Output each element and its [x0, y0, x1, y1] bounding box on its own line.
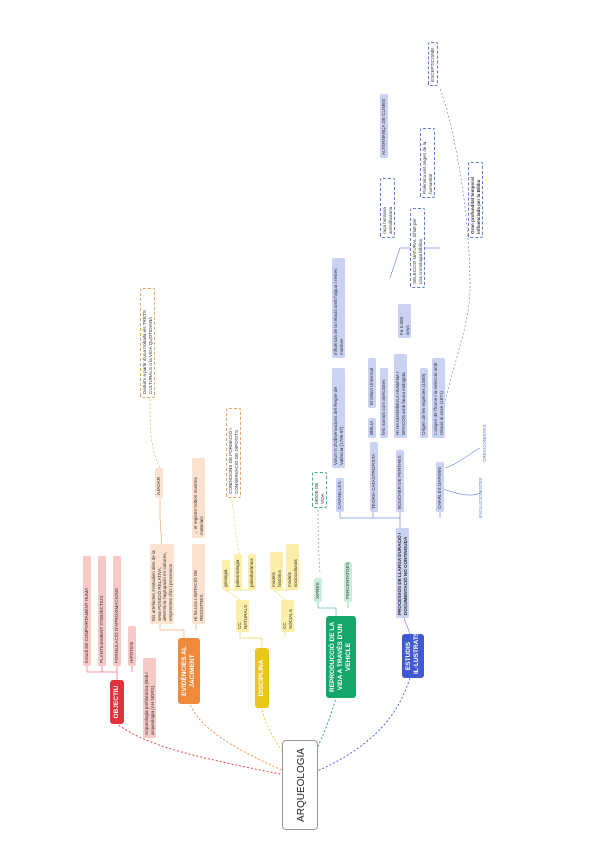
estudis-person-teoria[interactable]: TEORIA CATASTROFISTA	[370, 442, 378, 512]
estudis-darwin-item-1[interactable]: Origen de les espècies (1859)	[420, 368, 428, 438]
reproduccio-item-percentatges[interactable]: PERCENTATGES	[344, 562, 352, 602]
objectiu-note[interactable]: Arqueologia prehistòrica (Bsb i arqueolo…	[143, 658, 157, 738]
disciplina-dashed[interactable]: CONDICIONS DE FORMACIÓ I CONSERVACIÓ DE …	[226, 408, 242, 498]
objectiu-item-2[interactable]: PLANTEJAMENT D'OBJECTIUS	[98, 556, 106, 666]
link-rep-dashed	[317, 507, 321, 573]
evidencies-dashed[interactable]: Deduïm a partir d'una troballa els TRETS…	[140, 288, 156, 398]
estudis-person-boucher[interactable]: BOUCHER DE PERTHES	[396, 450, 404, 512]
estudis-sub[interactable]: PROCESSOS DE LLARGA DURACIÓ I DOCUMENTAC…	[396, 528, 410, 618]
link-est-sub	[403, 617, 411, 635]
branch-estudis[interactable]: ESTUDIS IL·LUSTRATS	[402, 631, 424, 678]
evidencies-item-2[interactable]: Hi ha una LIMITACIÓ DE REGISTRES	[192, 544, 206, 624]
estudis-bible[interactable]: Gran profunditat temporal influenciada p…	[468, 162, 484, 238]
disciplina-item-paleobotanica[interactable]: paleobotànica	[248, 554, 256, 590]
evidencies-item-1[interactable]: Els artefactes s'estudien dins de la sev…	[150, 544, 175, 624]
estudis-teoria-biblia[interactable]: BÍBLIA	[368, 418, 376, 438]
branch-objectiu[interactable]: OBJECTIU	[110, 680, 124, 724]
link-reproduccio	[299, 697, 337, 779]
estudis-alternance[interactable]: ALTERNANÇA DE CLIMES	[380, 94, 388, 158]
link-dis-items	[225, 589, 290, 648]
branch-disciplina[interactable]: DISCIPLINA	[255, 648, 269, 708]
disciplina-group-2[interactable]: CC SOCIALS	[281, 600, 295, 632]
link-obj-items	[86, 666, 133, 680]
estudis-person-cavanilles[interactable]: CAVANILLES	[336, 478, 344, 512]
objectiu-item-3[interactable]: FORMULACIÓ D'APROXIMACIONS	[113, 556, 121, 666]
link-ev-dashed	[149, 397, 161, 469]
root-node[interactable]: ARQUEOLOGIA	[282, 740, 318, 830]
branch-reproduccio[interactable]: REPRODUCCIÓ DE LA VIDA A TRAVÉS D'UN VEH…	[326, 616, 356, 698]
estudis-polemica[interactable]: Polèmica vist origen de la humanitat	[420, 128, 436, 198]
estudis-cavanilles-item[interactable]: Volum II d'Observacions del Regne de Val…	[332, 368, 346, 468]
estudis-darwin-item-2[interactable]: L'origen de l'home i la selecció amb rel…	[432, 358, 446, 438]
disciplina-item-models-historics[interactable]: models històrics	[270, 552, 284, 590]
estudis-teoria-fets[interactable]: fets narrats com anècdotes	[380, 368, 388, 438]
disciplina-item-paleontologia[interactable]: paleontologia	[234, 554, 242, 590]
disciplina-item-models-socioculturals[interactable]: models socioculturals	[286, 544, 300, 590]
link-estudis	[299, 677, 411, 779]
estudis-race[interactable]: raça humana antediluviana	[380, 178, 396, 238]
objectiu-item-1[interactable]: Estudi del COMPORTAMENT HUMÀ	[83, 556, 91, 666]
link-race	[389, 247, 440, 279]
branch-evidencies[interactable]: EVIDÈNCIES AL JACIMENT	[178, 638, 200, 704]
link-est-people	[339, 512, 441, 528]
disciplina-item-geologia[interactable]: geologia	[222, 560, 230, 590]
label-creacionistes: CREACIONISTES	[482, 424, 487, 462]
link-objectiu	[116, 723, 301, 779]
branch-reproduccio-label: REPRODUCCIÓ DE LA VIDA A TRAVÉS D'UN VEH…	[329, 621, 352, 693]
label-evolucionistes: EVOLUCIONISTES	[478, 477, 483, 518]
disciplina-group-1[interactable]: CC NATURALS	[236, 600, 250, 632]
root-title: ARQUEOLOGIA	[296, 748, 307, 822]
link-rep-items	[317, 602, 349, 616]
reproduccio-item-xifres[interactable]: XIFRES	[314, 578, 322, 602]
branch-disciplina-label: DISCIPLINA	[258, 659, 265, 697]
link-evolucionistes	[439, 487, 481, 496]
objectiu-item-4[interactable]: HIPÒTESI	[128, 626, 136, 666]
evidencies-tag[interactable]: AJADAR	[155, 468, 163, 498]
estudis-teoria-diluvi[interactable]: El Diluvi Universal	[368, 358, 376, 408]
reproduccio-dashed[interactable]: MODE DE VIDA	[312, 472, 328, 508]
branch-objectiu-label: OBJECTIU	[113, 685, 120, 719]
branch-estudis-label: ESTUDIS IL·LUSTRATS	[405, 631, 420, 674]
link-ev-items	[159, 493, 197, 638]
estudis-boucher-item[interactable]: HI HA MANDÍBULA HUMANA I BIFACOS amb fau…	[394, 354, 408, 438]
estudis-escepticisme[interactable]: ESCEPTICISME	[428, 42, 438, 86]
estudis-influence[interactable]: Influència de la relació amb l'aigua i r…	[332, 258, 346, 358]
evidencies-sub[interactable]: → el registre troben mostres materials	[192, 458, 206, 538]
link-dis-dashed	[231, 497, 241, 559]
estudis-years[interactable]: Fa 5.000 anys	[398, 304, 412, 338]
estudis-person-darwin[interactable]: CHARLES DARWIN	[436, 462, 444, 512]
branch-evidencies-label: EVIDÈNCIES AL JACIMENT	[181, 646, 196, 696]
estudis-natural[interactable]: SELECCIÓ NATURAL influït per una cronolo…	[410, 208, 426, 288]
link-creacionistes	[444, 447, 481, 469]
